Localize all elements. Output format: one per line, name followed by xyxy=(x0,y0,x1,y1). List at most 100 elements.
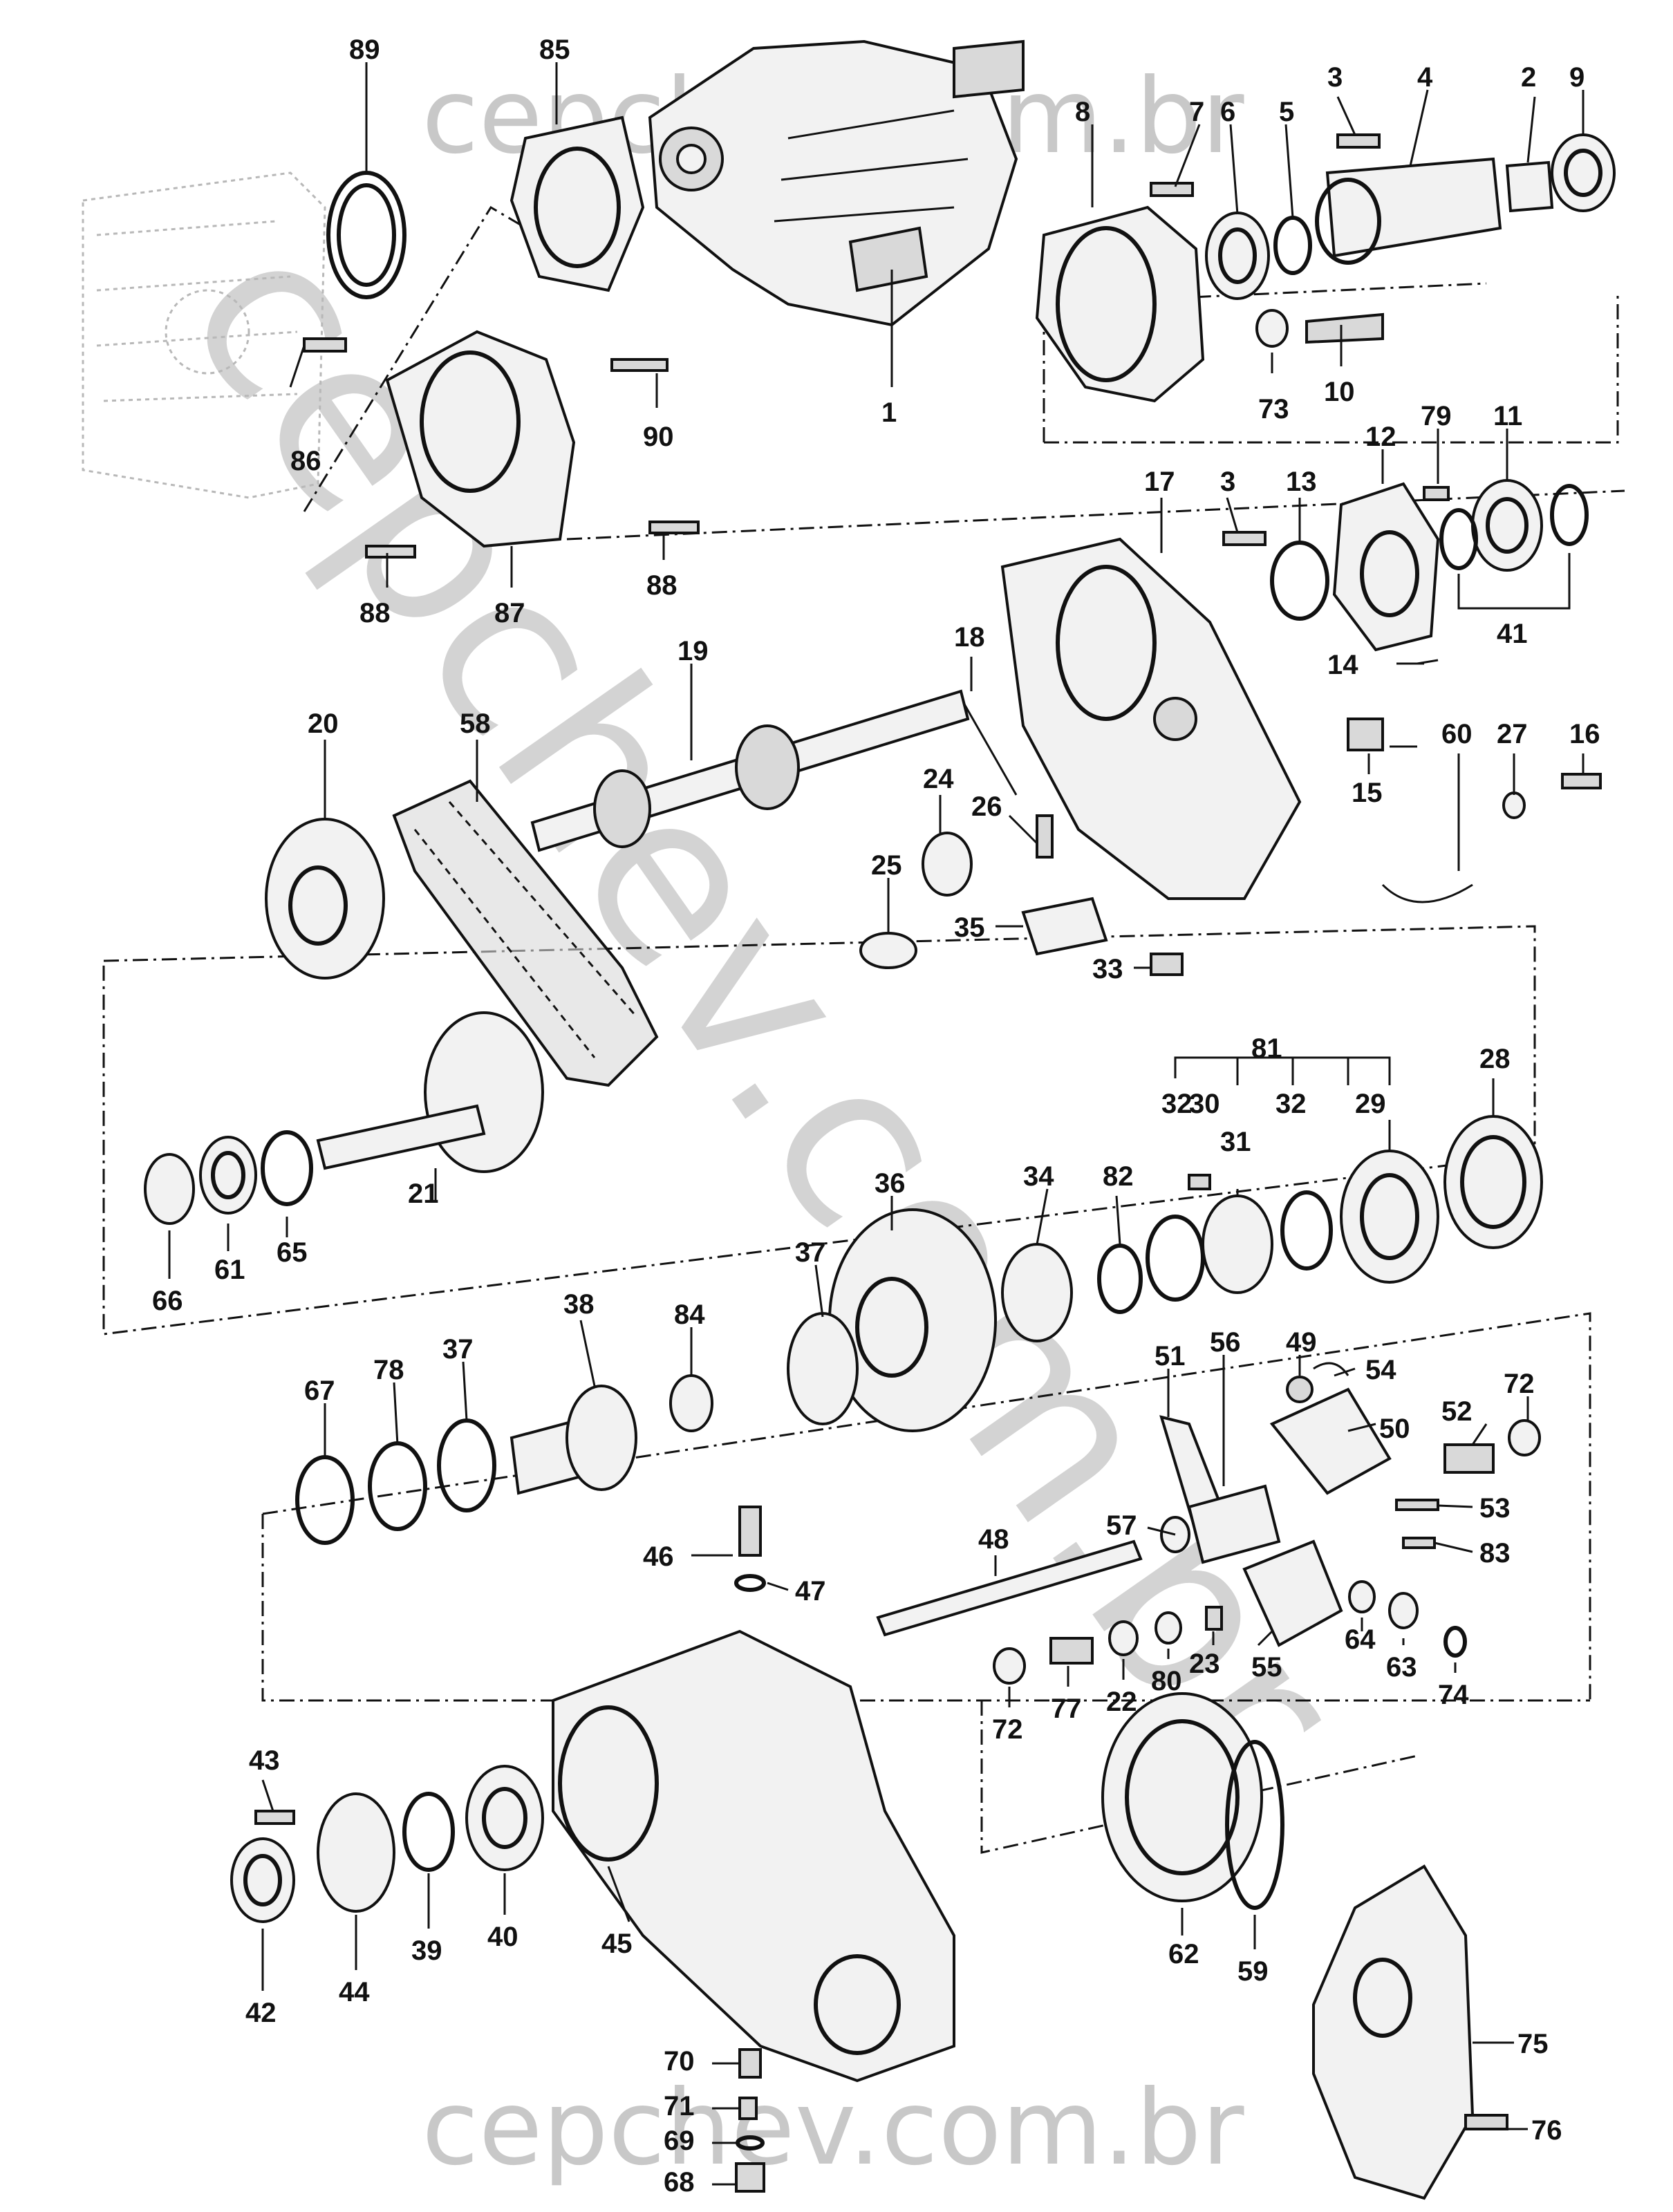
gasket-85 xyxy=(510,115,645,292)
callout-8: 8 xyxy=(1075,97,1090,127)
callout-46: 46 xyxy=(643,1541,674,1572)
leader-lines xyxy=(168,62,1585,2186)
callout-89: 89 xyxy=(349,35,380,65)
callout-32-left: 32 xyxy=(1161,1089,1193,1119)
snap-ring-82 xyxy=(1097,1244,1143,1314)
callout-80: 80 xyxy=(1151,1666,1182,1696)
ring-41a xyxy=(1439,508,1478,570)
callout-9: 9 xyxy=(1569,62,1585,93)
ring-41b xyxy=(1550,484,1589,546)
seal-42 xyxy=(230,1837,295,1923)
washer-73 xyxy=(1255,309,1289,348)
callout-59: 59 xyxy=(1237,1956,1269,1987)
bolt-76 xyxy=(1464,2114,1508,2130)
bushing-24 xyxy=(922,832,973,897)
front-case-17 xyxy=(1000,537,1302,900)
hub-31 xyxy=(1202,1194,1273,1294)
callout-60: 60 xyxy=(1441,719,1473,749)
bearing-40 xyxy=(465,1765,544,1871)
nut-49 xyxy=(1286,1376,1314,1403)
planetary-carrier-36 xyxy=(828,1208,997,1432)
callout-24: 24 xyxy=(923,764,954,794)
callout-3-mid: 3 xyxy=(1220,467,1235,497)
callout-53: 53 xyxy=(1479,1493,1511,1524)
callout-71: 71 xyxy=(664,2091,695,2121)
input-shaft-19 xyxy=(530,689,970,852)
bracket-35 xyxy=(1021,897,1108,956)
callout-41: 41 xyxy=(1497,619,1528,649)
callout-64: 64 xyxy=(1345,1624,1376,1655)
transmission-ghost-outline xyxy=(82,171,326,499)
ring-78 xyxy=(368,1441,427,1531)
pin-23 xyxy=(1205,1606,1223,1631)
plug-33 xyxy=(1150,953,1184,976)
callout-76: 76 xyxy=(1531,2115,1562,2146)
washer-27 xyxy=(1502,791,1526,819)
seal-9 xyxy=(1551,133,1616,212)
callout-numbers: 89 85 1 8 7 6 5 3 4 2 9 73 10 86 90 87 8… xyxy=(152,35,1600,2197)
plate-37-upper xyxy=(787,1312,859,1425)
callout-49: 49 xyxy=(1286,1327,1317,1358)
callout-57: 57 xyxy=(1106,1510,1137,1541)
washer-80 xyxy=(1155,1611,1182,1644)
callout-83: 83 xyxy=(1479,1538,1511,1568)
callout-68: 68 xyxy=(664,2167,695,2197)
bracket-81 xyxy=(1174,1056,1391,1085)
callout-70: 70 xyxy=(664,2046,695,2077)
ring-13 xyxy=(1270,541,1329,621)
ring-gear-28 xyxy=(1443,1115,1543,1249)
lever-55 xyxy=(1242,1539,1343,1647)
bearing-61 xyxy=(199,1136,257,1215)
plug-68 xyxy=(735,2162,765,2193)
bearing-6 xyxy=(1205,212,1270,300)
callout-15: 15 xyxy=(1352,778,1383,808)
vent-46 xyxy=(738,1506,762,1557)
bolts-86-88-90 xyxy=(303,337,700,559)
pin-53 xyxy=(1395,1499,1439,1511)
sun-gear-34 xyxy=(1001,1243,1073,1342)
snap-ring-65 xyxy=(261,1130,313,1206)
spring-71 xyxy=(738,2097,758,2120)
callout-29: 29 xyxy=(1355,1089,1386,1119)
rear-case-45 xyxy=(552,1629,955,2083)
callout-12: 12 xyxy=(1365,422,1396,452)
output-shaft-38 xyxy=(510,1385,637,1495)
callout-19: 19 xyxy=(677,636,709,666)
callout-55: 55 xyxy=(1251,1652,1282,1683)
callout-23: 23 xyxy=(1189,1649,1220,1679)
fork-body-56 xyxy=(1187,1484,1281,1564)
callout-22: 22 xyxy=(1106,1687,1137,1717)
bolt-3-top xyxy=(1336,133,1381,149)
callout-2: 2 xyxy=(1521,62,1536,93)
callout-21: 21 xyxy=(408,1179,439,1209)
ring-74 xyxy=(1443,1626,1467,1658)
callout-32-right: 32 xyxy=(1275,1089,1307,1119)
bolt-16 xyxy=(1561,773,1602,789)
plug-15 xyxy=(1347,718,1384,751)
pin-26 xyxy=(1036,814,1054,859)
callout-56: 56 xyxy=(1210,1327,1241,1358)
ring-37-lower xyxy=(437,1418,496,1512)
callout-37-upper: 37 xyxy=(795,1237,826,1268)
callout-47: 47 xyxy=(795,1576,826,1606)
bolt-7 xyxy=(1150,182,1194,197)
callout-44: 44 xyxy=(339,1977,370,2007)
callout-42: 42 xyxy=(245,1998,277,2028)
callout-20: 20 xyxy=(308,709,339,739)
washer-22 xyxy=(1108,1620,1139,1656)
tube-4 xyxy=(1315,157,1502,265)
sprocket-20 xyxy=(265,818,385,980)
callout-54: 54 xyxy=(1365,1355,1396,1385)
callout-38: 38 xyxy=(563,1289,595,1320)
callout-28: 28 xyxy=(1479,1044,1511,1074)
plug-72-upper xyxy=(1508,1419,1541,1456)
watermark-bottom: cepchev.com.br xyxy=(422,2068,1244,2188)
callout-73: 73 xyxy=(1258,394,1289,424)
callout-62: 62 xyxy=(1168,1939,1199,1969)
adapter-housing-87 xyxy=(385,330,576,548)
callout-63: 63 xyxy=(1386,1652,1417,1683)
fitting-70 xyxy=(738,2048,762,2079)
spring-52 xyxy=(1443,1443,1495,1474)
callout-77: 77 xyxy=(1051,1694,1082,1724)
